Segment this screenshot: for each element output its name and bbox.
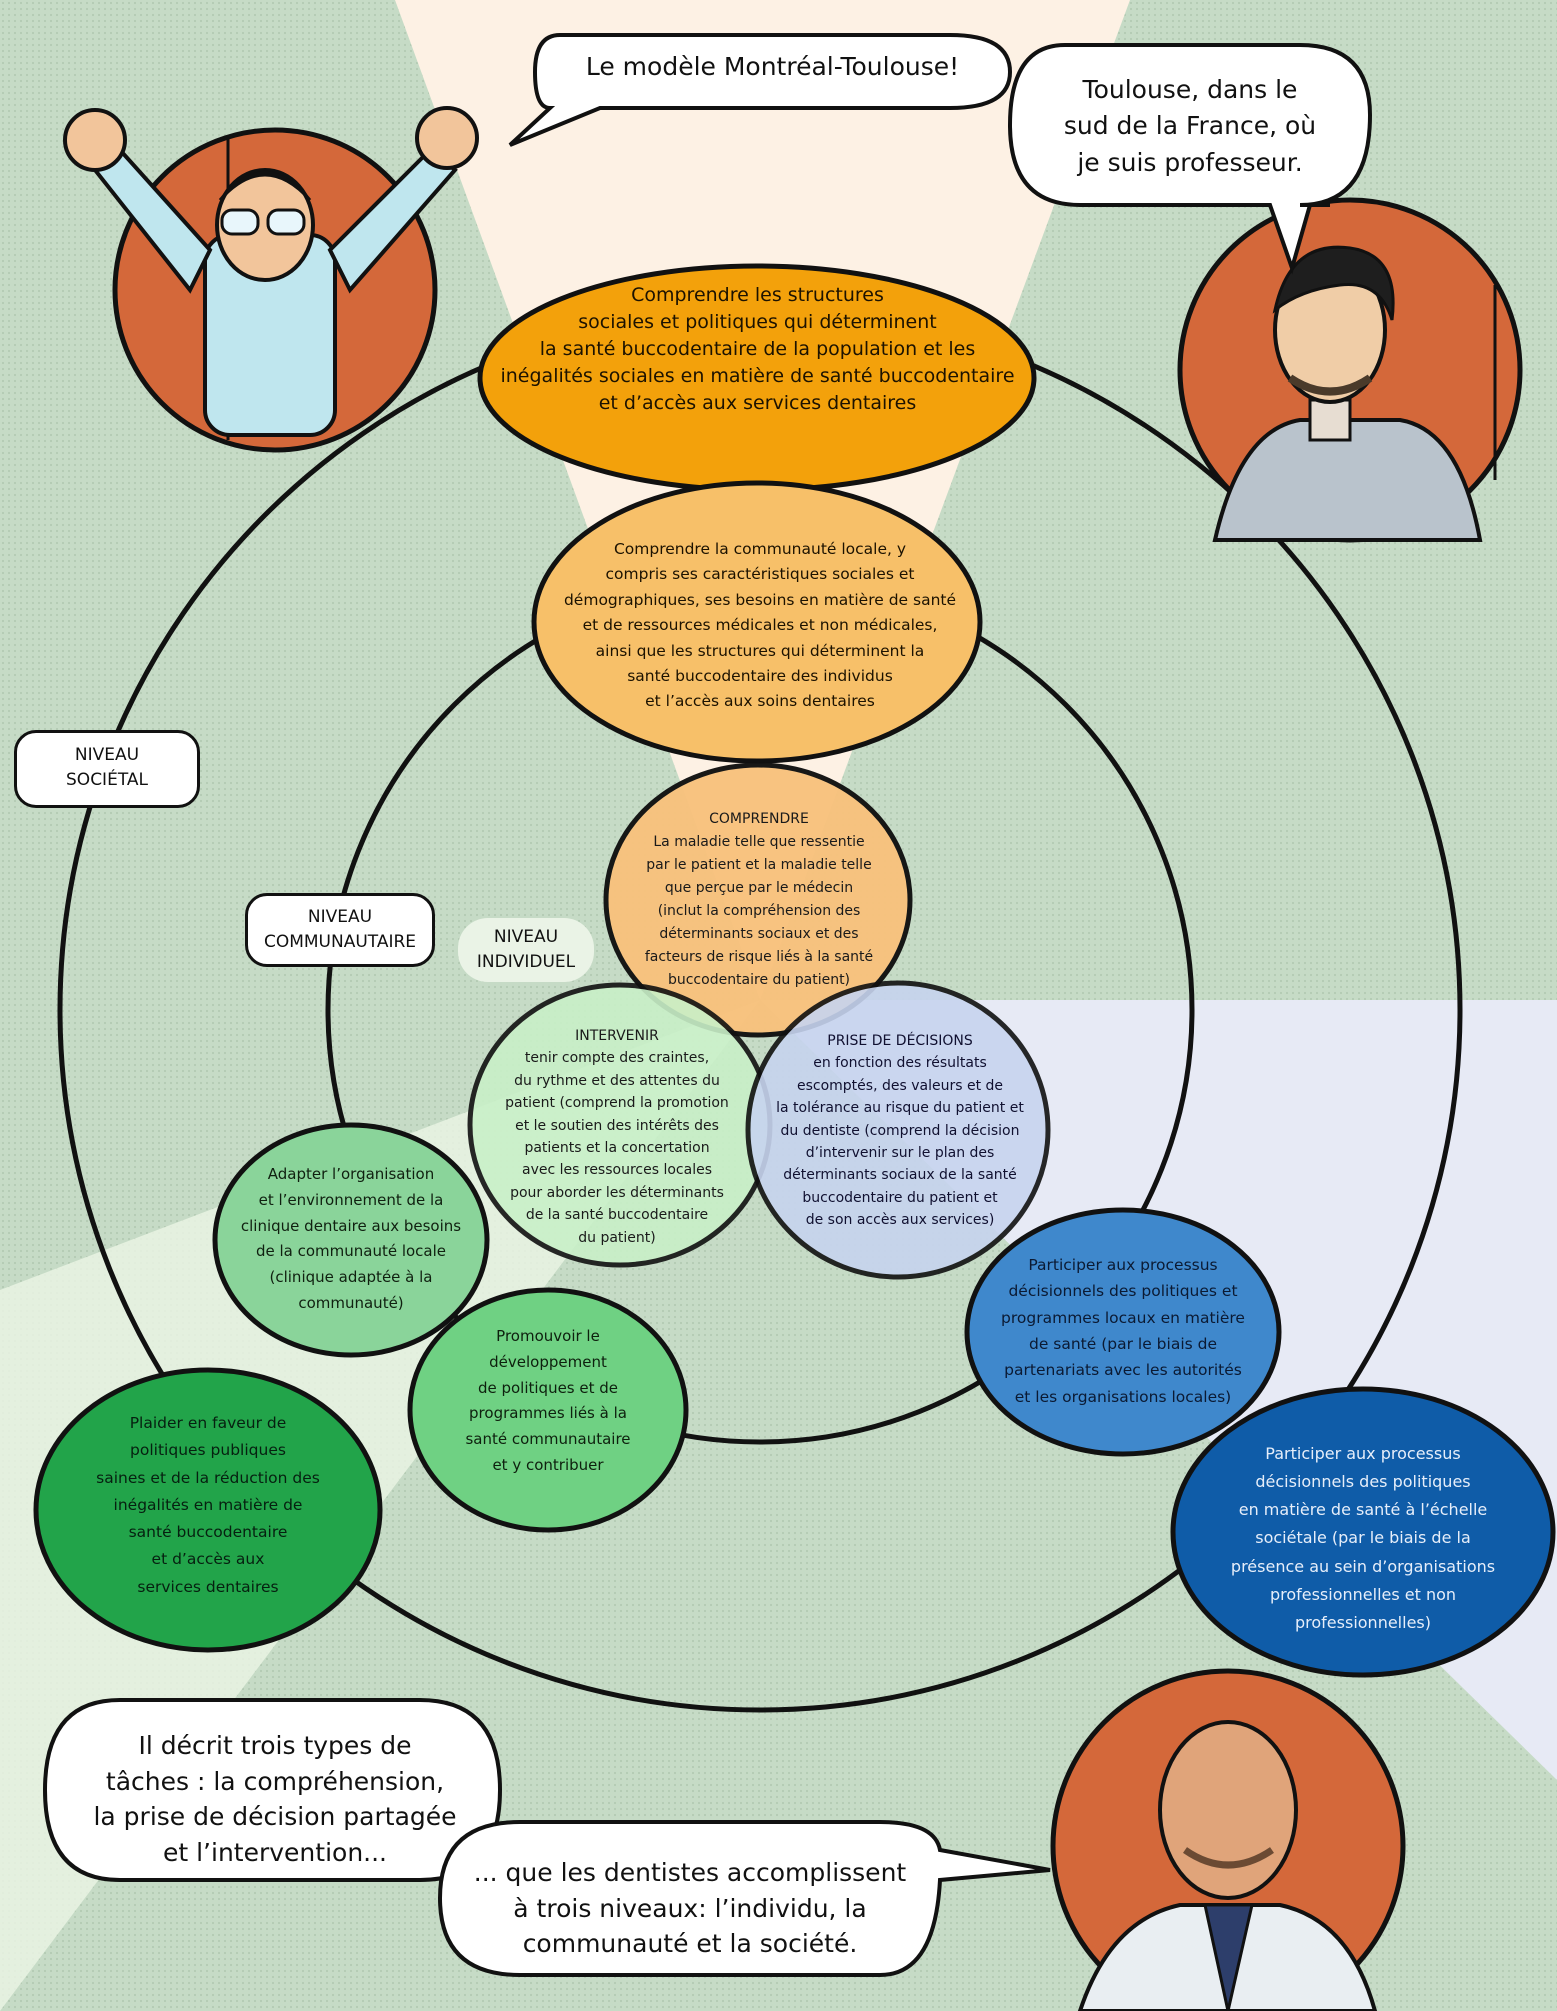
character-portrait-top-left [63,106,479,453]
individual-comprendre-node [603,762,913,1038]
speech-bubble-three-types [42,1698,503,1882]
community-promouvoir-text: Promouvoir le développement de politique… [465,1327,631,1474]
community-promouvoir-node [407,1287,689,1533]
character-portrait-top-right [1177,197,1523,543]
level-label-community: NIVEAU COMMUNAUTAIRE [245,893,435,967]
character-portrait-bottom-right [1050,1668,1406,2011]
toulouse-bubble-text: Toulouse, dans le sud de la France, où j… [1063,75,1317,177]
societal-plaider-text: Plaider en faveur de politiques publique… [96,1414,320,1596]
level-label-societal: NIVEAU SOCIÉTAL [14,730,200,808]
level-label-individual: NIVEAU INDIVIDUEL [458,918,594,982]
community-adapter-node [212,1122,490,1358]
community-participer-text: Participer aux processus décisionnels de… [1001,1256,1245,1406]
community-adapter-text: Adapter l’organisation et l’environnemen… [240,1165,462,1312]
community-participer-node [964,1207,1282,1457]
societal-participer-text: Participer aux processus décisionnels de… [1230,1444,1496,1632]
speech-bubble-title [508,33,1013,147]
community-comprendre-text: Comprendre la communauté locale, y compr… [563,540,957,711]
individual-decisions-node [745,980,1051,1280]
community-comprendre-node [531,480,983,764]
societal-comprendre-text: Comprendre les structures sociales et po… [500,284,1015,414]
societal-plaider-node [33,1367,383,1653]
individual-decisions-text: PRISE DE DÉCISIONS en fonction des résul… [776,1033,1024,1229]
societal-participer-node [1170,1386,1556,1678]
speech-bubble-three-levels [437,1820,1051,1977]
title-bubble-text: Le modèle Montréal-Toulouse! [585,52,960,81]
individual-comprendre-text: COMPRENDRE La maladie telle que ressenti… [644,811,874,988]
speech-bubble-toulouse [1007,43,1373,275]
individual-intervenir-text: INTERVENIR tenir compte des craintes, du… [505,1028,729,1246]
three-levels-bubble-text: ... que les dentistes accomplissent à tr… [473,1858,907,1958]
three-types-bubble-text: Il décrit trois types de tâches : la com… [93,1731,457,1867]
